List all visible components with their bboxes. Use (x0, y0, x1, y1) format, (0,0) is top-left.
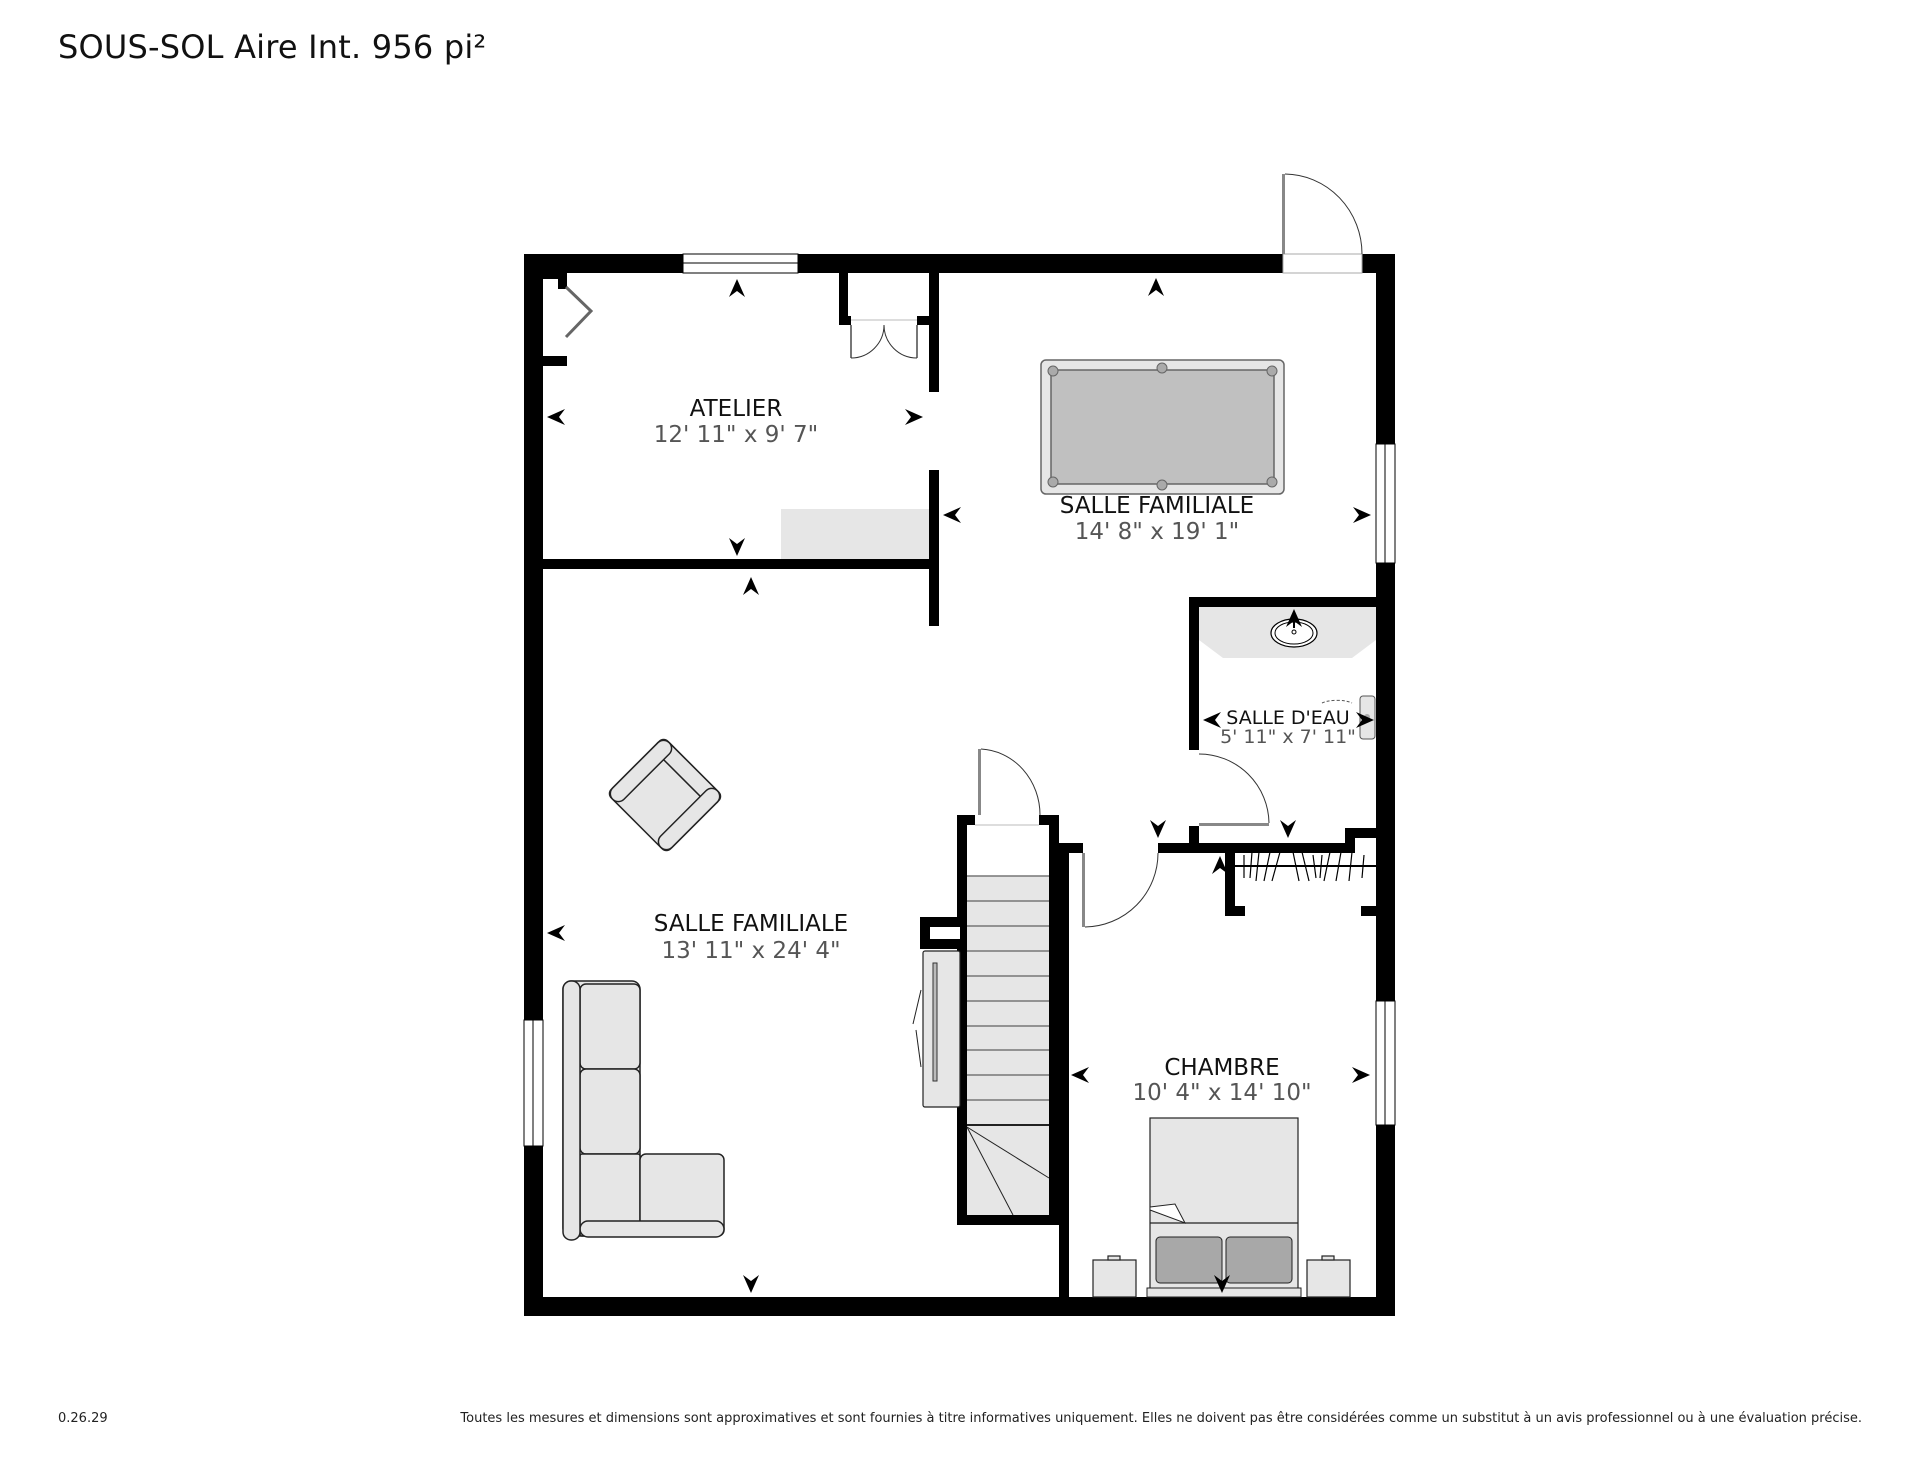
exterior-walls (524, 254, 1395, 1316)
windows (523, 253, 1396, 1147)
nightstand-icon (1092, 1255, 1351, 1298)
bed-icon (1146, 1117, 1302, 1298)
staircase-icon (930, 875, 1050, 1216)
exterior-door (1282, 173, 1363, 274)
sink-icon (1199, 607, 1376, 658)
room-name: SALLE FAMILIALE (654, 911, 848, 937)
version-label: 0.26.29 (58, 1411, 108, 1426)
room-salle-familiale-lower: SALLE FAMILIALE 13' 11" x 24' 4" (654, 911, 848, 964)
room-dimensions: 14' 8" x 19' 1" (1075, 519, 1239, 545)
room-dimensions: 10' 4" x 14' 10" (1132, 1080, 1311, 1106)
atelier-counter (781, 509, 929, 559)
interior-doors (564, 285, 1270, 928)
room-name: ATELIER (690, 396, 783, 422)
room-atelier: ATELIER 12' 11" x 9' 7" (654, 396, 818, 448)
armchair-icon (608, 738, 722, 852)
room-chambre: CHAMBRE 10' 4" x 14' 10" (1132, 1055, 1311, 1106)
room-salle-deau: SALLE D'EAU 5' 11" x 7' 11" (1220, 707, 1356, 748)
tv-console-icon (912, 950, 961, 1108)
room-name: SALLE FAMILIALE (1060, 493, 1254, 519)
room-name: SALLE D'EAU (1226, 707, 1349, 729)
room-name: CHAMBRE (1164, 1055, 1279, 1081)
disclaimer-text: Toutes les mesures et dimensions sont ap… (460, 1411, 1862, 1426)
page-title: SOUS-SOL Aire Int. 956 pi² (58, 28, 487, 66)
closet-rod-icon (1235, 851, 1376, 882)
room-dimensions: 12' 11" x 9' 7" (654, 422, 818, 448)
pool-table-icon (1040, 359, 1285, 495)
room-dimensions: 5' 11" x 7' 11" (1220, 726, 1356, 748)
room-dimensions: 13' 11" x 24' 4" (661, 938, 840, 964)
interior-walls (543, 269, 1376, 1297)
room-salle-familiale-upper: SALLE FAMILIALE 14' 8" x 19' 1" (1060, 493, 1254, 545)
sectional-sofa-icon (562, 980, 725, 1241)
